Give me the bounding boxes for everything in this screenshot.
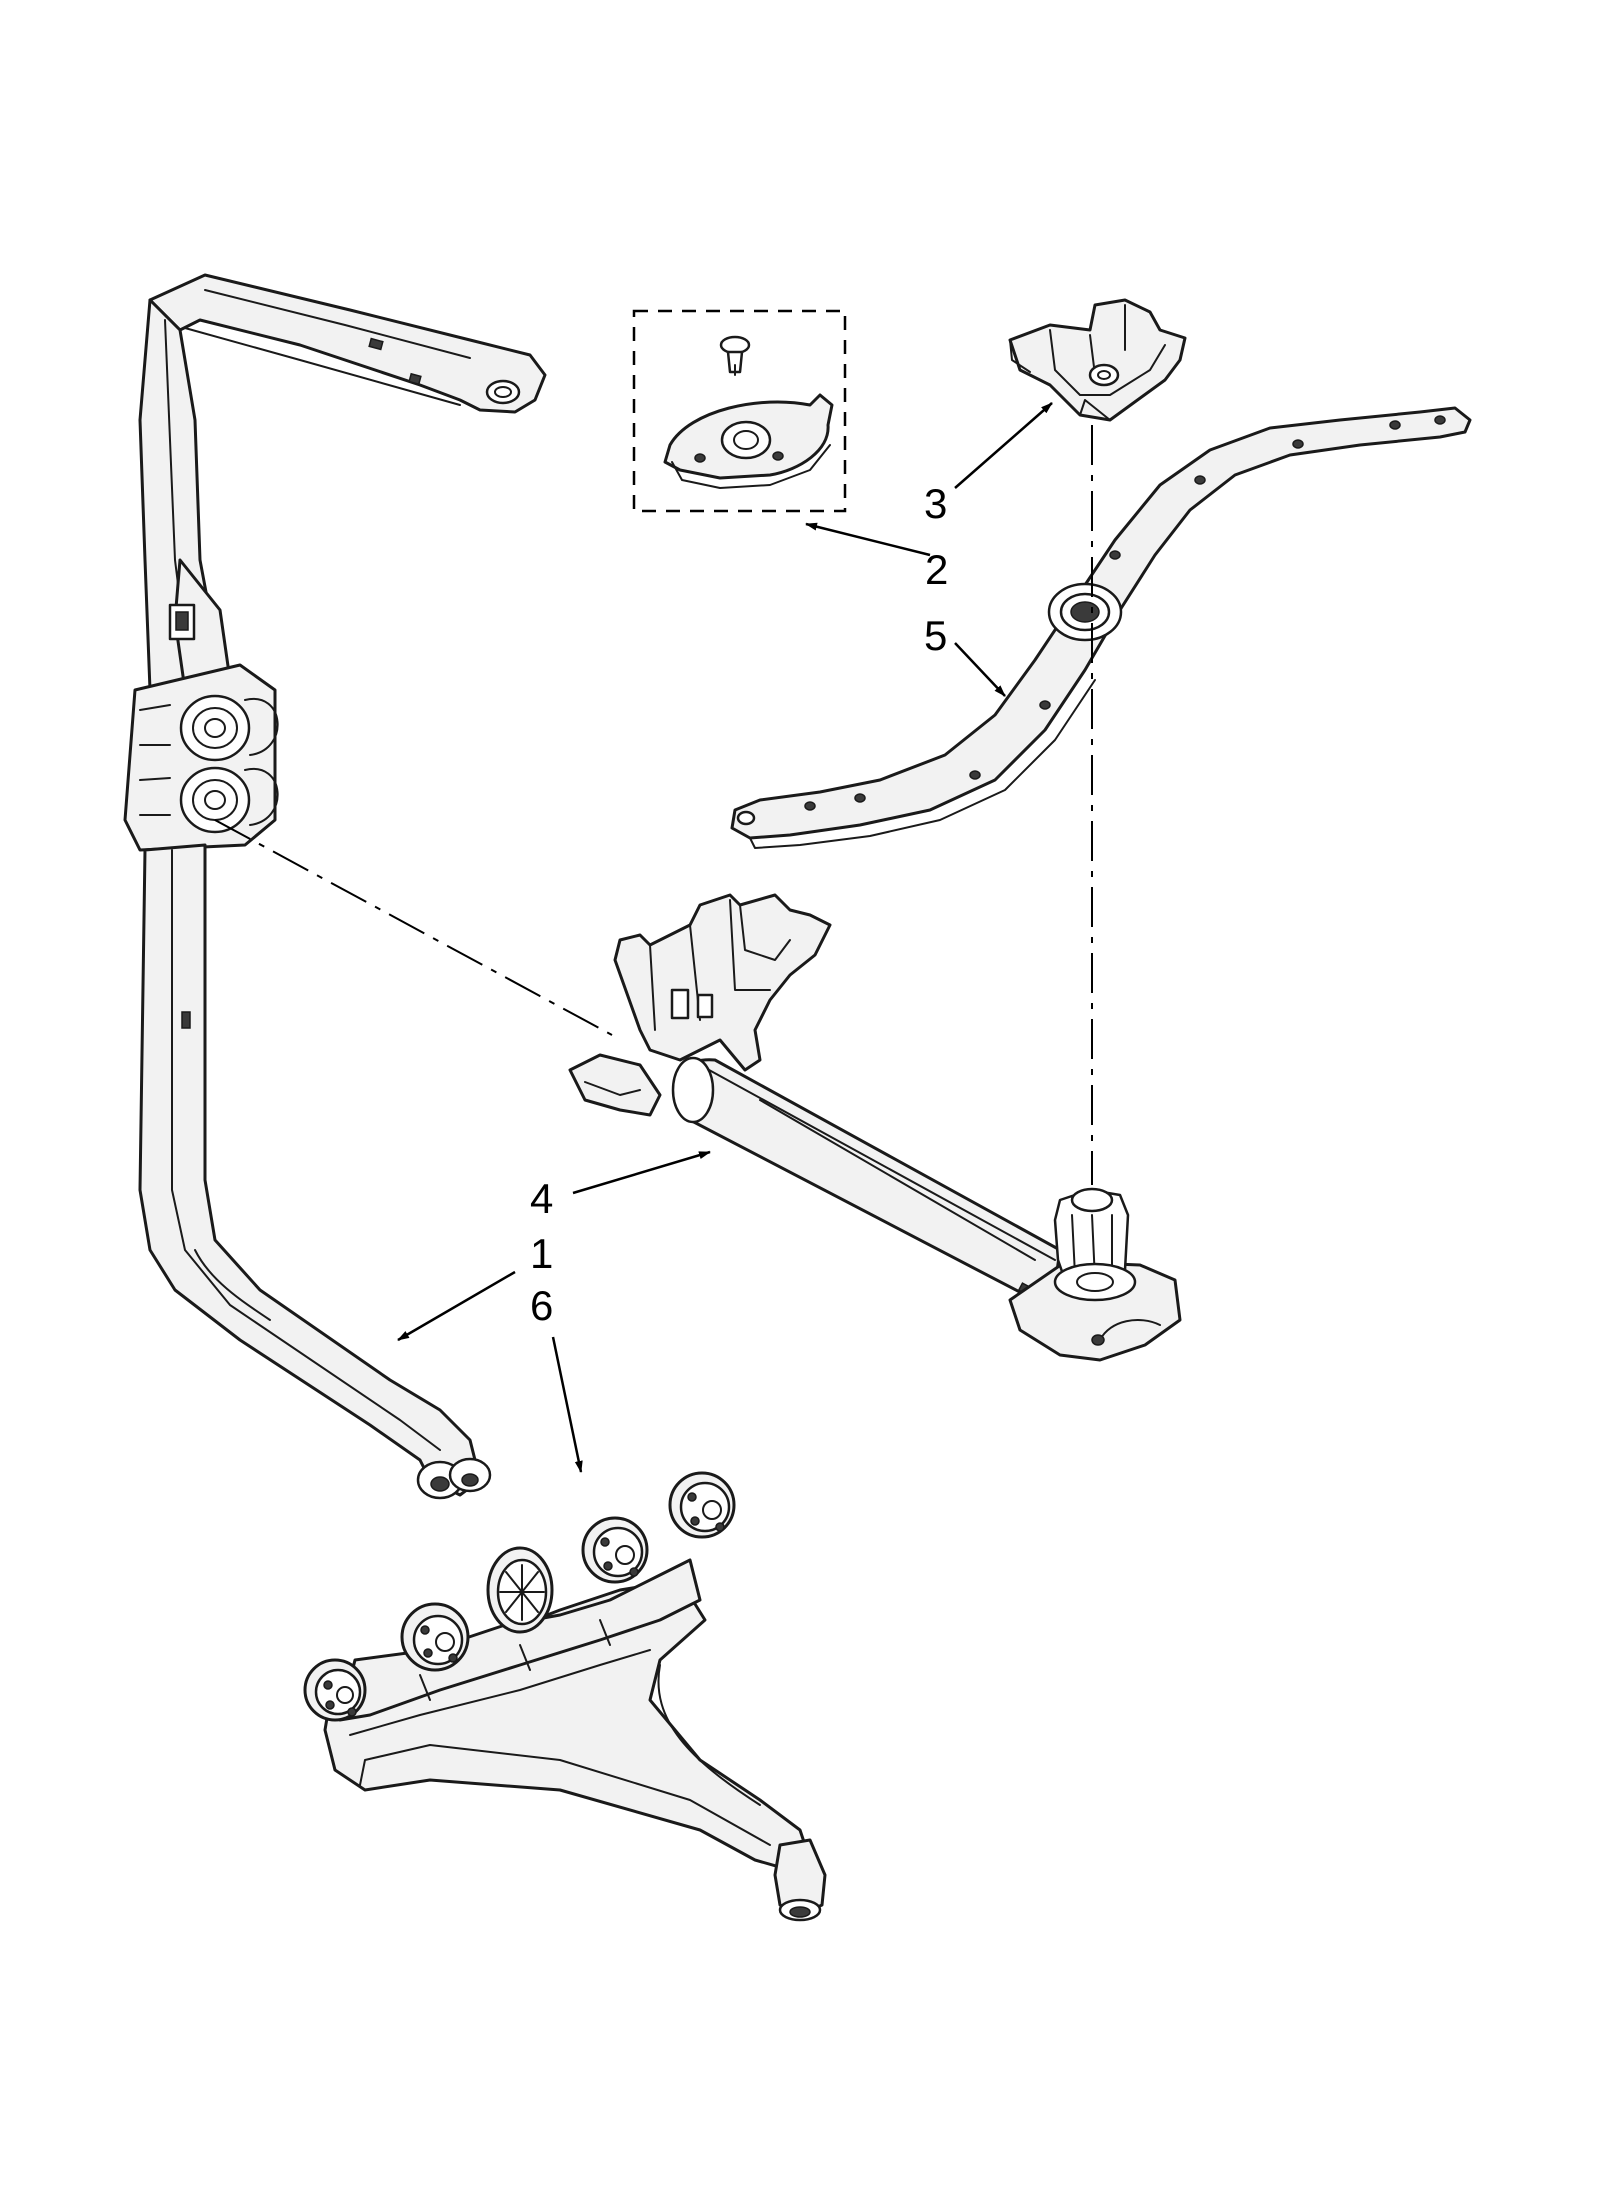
nozzle-head-icon: [486, 1546, 554, 1634]
callout-3: 3: [924, 480, 947, 527]
lower-spray-arm-icon: [730, 406, 1472, 849]
nozzle-head-icon: [400, 1602, 470, 1672]
leader-line-6: [551, 1336, 583, 1473]
supply-tube-icon: [123, 273, 547, 1500]
alignment-line: [214, 819, 613, 1036]
leader-line-2: [805, 522, 931, 557]
spray-manifold-icon: [303, 1471, 827, 1922]
leader-line-4: [572, 1150, 711, 1195]
nozzle-head-icon: [581, 1516, 649, 1584]
nozzle-head-icon: [668, 1471, 736, 1539]
spray-arm-manifold-icon: [568, 893, 1182, 1362]
leader-line-1: [397, 1270, 516, 1342]
callout-2: 2: [925, 546, 948, 593]
hub-kit-icon: [632, 309, 847, 513]
callout-4: 4: [530, 1175, 553, 1222]
leader-line-3: [954, 402, 1053, 489]
callout-6: 6: [530, 1282, 553, 1329]
callout-1: 1: [530, 1230, 553, 1277]
nozzle-head-icon: [303, 1658, 367, 1722]
callout-5: 5: [924, 612, 947, 659]
leader-line-5: [954, 642, 1006, 697]
spray-arm-mount-icon: [1008, 298, 1187, 422]
